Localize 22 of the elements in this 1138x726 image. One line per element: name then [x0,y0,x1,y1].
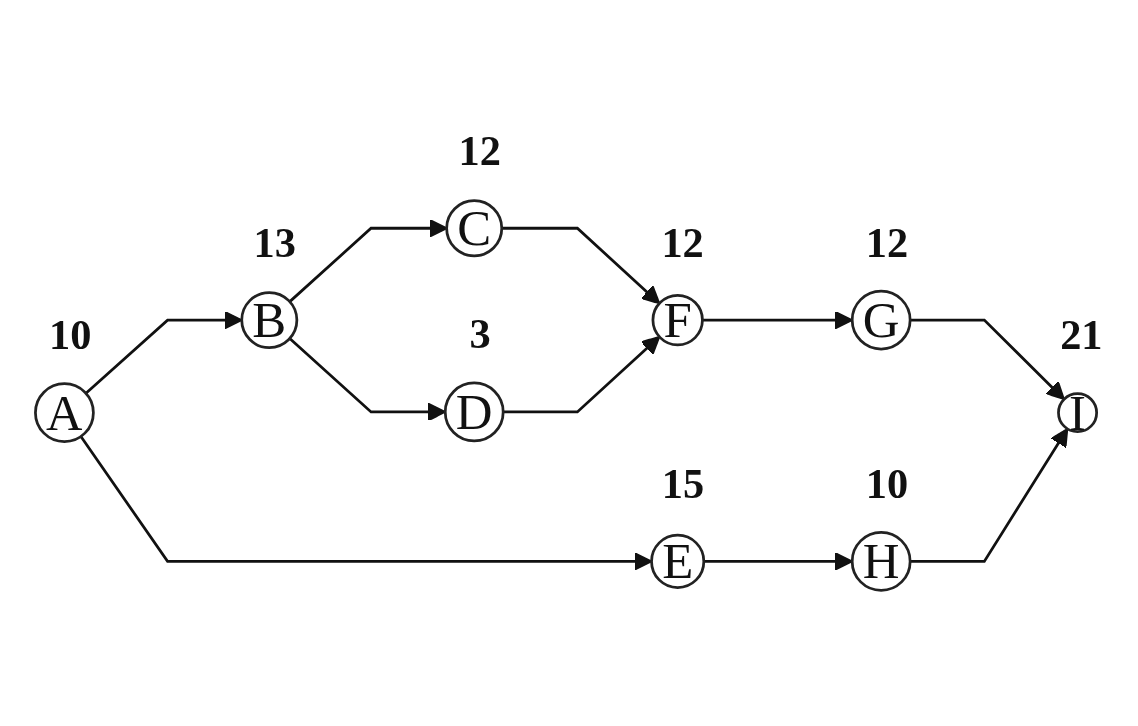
arrow [910,427,1069,563]
node-circle: F [651,293,704,347]
node-circle: C [445,199,504,258]
duration-label: 12 [865,218,909,266]
node-circle: H [850,531,912,592]
node-circle: E [650,533,706,589]
duration-label: 12 [661,218,704,266]
node-circle: D [443,381,505,443]
node-circle: I [1057,392,1099,434]
duration-label: 12 [458,126,501,174]
duration-label: 10 [49,311,92,359]
duration-label: 21 [1060,311,1103,359]
duration-label: 13 [253,218,296,266]
arrow [503,335,661,414]
node-circle: G [850,289,912,351]
node-circle: B [240,291,299,350]
duration-label: 3 [469,310,491,358]
arrow [910,318,1065,401]
duration-label: 10 [865,459,909,507]
duration-label: 15 [661,459,705,507]
node-circle: A [34,382,95,443]
arrow [501,226,661,305]
